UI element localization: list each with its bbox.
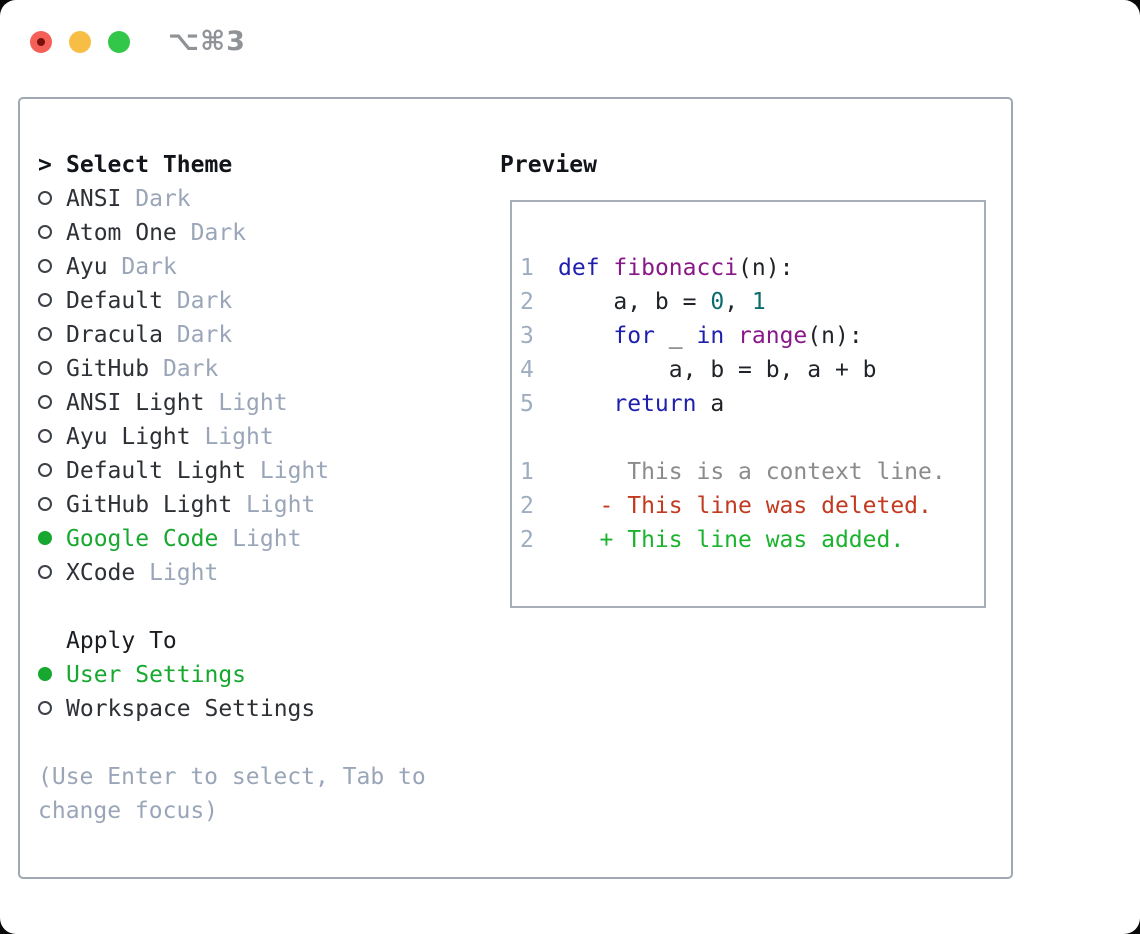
code-text: a, b = b, a + b: [558, 357, 877, 383]
theme-variant: Dark: [190, 220, 247, 246]
hint-line: (Use Enter to select, Tab to: [38, 764, 426, 790]
theme-option-xcode[interactable]: XCode Light: [38, 556, 426, 590]
radio-selected-icon: [38, 666, 52, 681]
radio-icon: [38, 564, 52, 579]
theme-variant: Dark: [162, 356, 219, 382]
line-number: 3: [520, 323, 534, 349]
theme-name: ANSI: [66, 186, 122, 212]
radio-selected-icon: [38, 530, 52, 545]
theme-variant: Light: [259, 458, 330, 484]
apply-to-title: Apply To: [66, 628, 177, 654]
radio-icon: [38, 190, 52, 205]
theme-name: Default Light: [66, 458, 247, 484]
code-line: 4 a, b = b, a + b: [512, 353, 984, 387]
apply-option-user-settings[interactable]: User Settings: [38, 658, 426, 692]
theme-name: Ayu: [66, 254, 108, 280]
cursor-prompt: >: [38, 152, 52, 178]
spacer-row: [38, 726, 426, 760]
theme-name: XCode: [66, 560, 136, 586]
titlebar: ⌥⌘3: [30, 26, 246, 57]
code-text: a, b = 0, 1: [558, 289, 766, 315]
theme-option-ansi[interactable]: ANSI Dark: [38, 182, 426, 216]
code-line: 1 def fibonacci(n):: [512, 251, 984, 285]
select-theme-title: Select Theme: [66, 152, 233, 178]
maximize-button[interactable]: [108, 30, 130, 53]
diff-context-line: 1 This is a context line.: [512, 455, 984, 489]
radio-icon: [38, 360, 52, 375]
apply-to-header: Apply To: [38, 624, 426, 658]
line-number: 5: [520, 391, 534, 417]
theme-name: GitHub: [66, 356, 150, 382]
theme-variant: Dark: [176, 322, 233, 348]
unsaved-dot-icon: [37, 37, 45, 46]
theme-name: Ayu Light: [66, 424, 191, 450]
hint-line: change focus): [38, 798, 219, 824]
theme-variant: Light: [149, 560, 219, 586]
theme-variant: Light: [246, 492, 316, 518]
theme-variant: Dark: [176, 288, 233, 314]
line-number: 4: [520, 357, 534, 383]
code-line: 3 for _ in range(n):: [512, 319, 984, 353]
radio-icon: [38, 700, 52, 715]
line-number: 2: [520, 493, 534, 519]
line-number: 1: [520, 255, 534, 281]
radio-icon: [38, 292, 52, 307]
radio-icon: [38, 258, 52, 273]
theme-option-ayu-light[interactable]: Ayu Light Light: [38, 420, 426, 454]
theme-option-google-code[interactable]: Google Code Light: [38, 522, 426, 556]
code-text: + This line was added.: [558, 527, 905, 553]
theme-name: Dracula: [66, 322, 163, 348]
diff-deleted-line: 2 - This line was deleted.: [512, 489, 984, 523]
code-text: def fibonacci(n):: [558, 255, 794, 281]
theme-name: Default: [66, 288, 163, 314]
theme-option-ansi-light[interactable]: ANSI Light Light: [38, 386, 426, 420]
line-number: 1: [520, 459, 534, 485]
code-text: - This line was deleted.: [558, 493, 932, 519]
code-line: 2 a, b = 0, 1: [512, 285, 984, 319]
spacer-row: [38, 590, 426, 624]
theme-option-github[interactable]: GitHub Dark: [38, 352, 426, 386]
code-text: for _ in range(n):: [613, 323, 863, 349]
theme-option-default-light[interactable]: Default Light Light: [38, 454, 426, 488]
radio-icon: [38, 462, 52, 477]
diff-added-line: 2 + This line was added.: [512, 523, 984, 557]
theme-option-ayu[interactable]: Ayu Dark: [38, 250, 426, 284]
theme-name: Google Code: [66, 526, 219, 552]
theme-option-default[interactable]: Default Dark: [38, 284, 426, 318]
theme-variant: Light: [218, 390, 288, 416]
theme-variant: Light: [204, 424, 274, 450]
theme-option-dracula[interactable]: Dracula Dark: [38, 318, 426, 352]
theme-name: ANSI Light: [66, 390, 205, 416]
select-theme-header: > Select Theme: [38, 148, 426, 182]
code-text: This is a context line.: [558, 459, 946, 485]
theme-variant: Dark: [135, 186, 191, 212]
minimize-button[interactable]: [69, 30, 91, 53]
line-number: 2: [520, 289, 534, 315]
radio-icon: [38, 326, 52, 341]
blank-line: [512, 421, 984, 455]
radio-icon: [38, 394, 52, 409]
theme-variant: Dark: [121, 254, 177, 280]
theme-option-atom-one[interactable]: Atom One Dark: [38, 216, 426, 250]
theme-name: GitHub Light: [66, 492, 233, 518]
line-number: 2: [520, 527, 534, 553]
radio-icon: [38, 428, 52, 443]
code-text: return a: [613, 391, 725, 417]
code-line: 5 return a: [512, 387, 984, 421]
theme-option-github-light[interactable]: GitHub Light Light: [38, 488, 426, 522]
radio-icon: [38, 496, 52, 511]
close-button[interactable]: [30, 30, 52, 53]
window-shortcut-label: ⌥⌘3: [168, 26, 246, 57]
apply-option-workspace-settings[interactable]: Workspace Settings: [38, 692, 426, 726]
preview-title: Preview: [500, 152, 597, 178]
theme-name: Atom One: [66, 220, 177, 246]
apply-option-label: User Settings: [66, 662, 247, 688]
radio-icon: [38, 224, 52, 239]
theme-variant: Light: [232, 526, 302, 552]
apply-option-label: Workspace Settings: [66, 696, 316, 722]
